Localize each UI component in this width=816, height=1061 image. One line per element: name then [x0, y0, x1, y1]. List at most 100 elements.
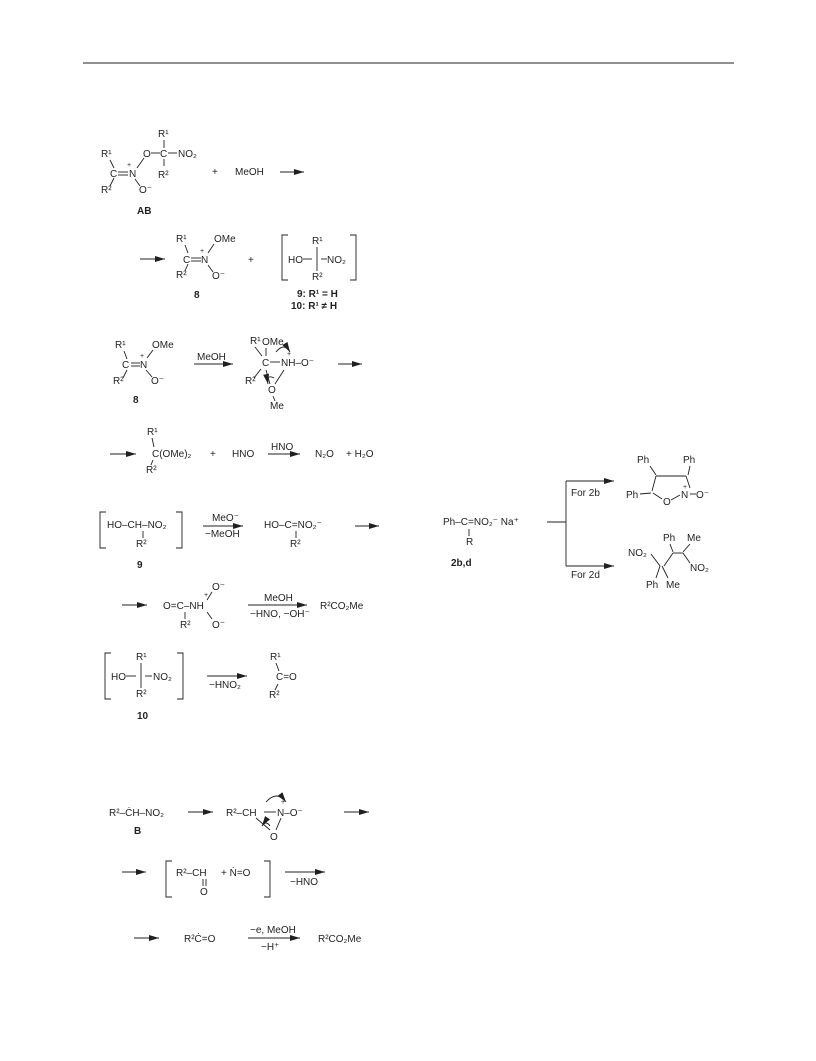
methyl-ester: R²CO₂Me: [320, 601, 364, 612]
o-minus: O⁻: [151, 376, 164, 387]
nitronate-salt: Ph–C=NO₂⁻ Na⁺: [443, 517, 519, 528]
compound-9-definition: 9: R¹ = H: [297, 289, 338, 300]
r1-label: R¹: [312, 236, 323, 247]
n-plus: +: [127, 162, 131, 169]
plus-sign: +: [248, 255, 254, 266]
scheme-nitroso-loss: R²–CH O + Ṅ=O −HNO: [122, 860, 325, 898]
compound-2bd-label: 2b,d: [451, 558, 472, 569]
no2-group: NO₂: [690, 563, 709, 574]
n-oxide: O⁻: [696, 490, 709, 501]
ketone: C=O: [276, 672, 297, 683]
r2-label: R²: [176, 270, 187, 281]
r2-label: R²: [158, 170, 169, 181]
reagent-oxidation-methanol: −e, MeOH: [250, 925, 296, 936]
r2-label: R²: [312, 272, 323, 283]
n-plus: +: [281, 799, 285, 806]
o-minus: O⁻: [212, 582, 225, 593]
plus-sign: +: [210, 449, 216, 460]
r1-label: R¹: [101, 149, 112, 160]
scheme-ab-methanol: R¹ R² C N + O⁻ O C R¹ R² NO₂ AB + MeOH: [101, 129, 304, 217]
methyl-ester: R²CO₂Me: [318, 934, 362, 945]
acyl-radical: R²Ċ=O: [184, 932, 216, 945]
radical-nitroalkane: R²–ĊH–NO₂: [109, 806, 164, 819]
n-plus: +: [140, 353, 144, 360]
r2-label: R²: [146, 465, 157, 476]
scheme-2bd-branching: Ph–C=NO₂⁻ Na⁺ R 2b,d For 2b For 2d Ph Ph…: [443, 455, 709, 591]
compound-b-label: B: [134, 826, 141, 837]
hydroxy: HO: [111, 672, 126, 683]
r1-label: R¹: [115, 340, 126, 351]
o-atom: O: [268, 385, 276, 396]
no2-group: NO₂: [153, 672, 172, 683]
c-atom: C: [183, 255, 190, 266]
condition-for-2b: For 2b: [571, 488, 600, 499]
reagent-methanol: MeOH: [197, 352, 226, 363]
n-plus: +: [200, 248, 204, 255]
r2-label: R²: [245, 376, 256, 387]
methanol: MeOH: [235, 167, 264, 178]
nh-o-minus: NH–O⁻: [281, 358, 314, 369]
ome-group: OMe: [214, 234, 236, 245]
reagent-minus-hno-oh: −HNO, −OH⁻: [250, 609, 310, 620]
r2-label: R²: [113, 376, 124, 387]
methyl: Me: [270, 401, 284, 412]
r2-label: R²: [269, 690, 280, 701]
n-atom: N: [201, 255, 208, 266]
water: + H₂O: [346, 449, 374, 460]
scheme-radical-b: R²–ĊH–NO₂ B R²–CH N–O⁻ + O: [109, 792, 369, 843]
compound-8-label: 8: [194, 290, 200, 301]
compound-ab-label: AB: [137, 206, 151, 217]
no2-group: NO₂: [628, 548, 647, 559]
c-atom: C: [122, 360, 129, 371]
ome-group: OMe: [152, 340, 174, 351]
r2-ch: R²–CH: [226, 808, 257, 819]
nitroxyl: HNO: [232, 449, 254, 460]
o-minus: O⁻: [212, 271, 225, 282]
compound-10-definition: 10: R¹ ≠ H: [291, 301, 337, 312]
r1-label: R¹: [136, 652, 147, 663]
reagent-minus-hno: −HNO: [290, 877, 318, 888]
o-minus: O⁻: [212, 620, 225, 631]
methyl: Me: [687, 533, 701, 544]
r2-ch: R²–CH: [176, 868, 207, 879]
reagent-minus-proton: −H⁺: [261, 942, 279, 953]
scheme-8-methanol: R¹ R² C N + OMe O⁻ 8 MeOH R¹ OMe C R² NH…: [113, 336, 362, 412]
o-minus: O⁻: [139, 185, 152, 196]
reagent-hno: HNO: [271, 442, 293, 453]
c-atom: C: [160, 149, 167, 160]
compound-8-label: 8: [133, 395, 139, 406]
n-plus: +: [287, 351, 291, 358]
n-plus: +: [204, 592, 208, 599]
scheme-compound-10: HO R¹ R² NO₂ 10 −HNO₂ R¹ C=O R²: [104, 652, 297, 722]
scheme-products-8-9-10: R¹ R² C N + OMe O⁻ 8 + HO R¹ R² NO₂ 9: R…: [140, 234, 357, 312]
c-atom: C: [110, 169, 117, 180]
r2-label: R²: [290, 539, 301, 550]
no2-group: NO₂: [327, 255, 346, 266]
scheme-acyl-to-ester: R²Ċ=O −e, MeOH −H⁺ R²CO₂Me: [134, 925, 362, 953]
methyl: Me: [666, 580, 680, 591]
reagent-minus-hno2: −HNO₂: [209, 680, 241, 691]
n-o-minus: N–O⁻: [277, 808, 303, 819]
r1-label: R¹: [250, 336, 261, 347]
r2-label: R²: [136, 539, 147, 550]
phenyl: Ph: [646, 580, 658, 591]
carbonyl-nh: O=C–NH: [163, 601, 204, 612]
compound-10-label: 10: [137, 711, 149, 722]
nitrosyl-radical: + Ṅ=O: [221, 866, 251, 879]
r-substituent: R: [466, 537, 473, 548]
o-atom: O: [270, 832, 278, 843]
nitrous-oxide: N₂O: [315, 449, 334, 460]
scheme-compound-9: HO–CH–NO₂ R² 9 MeO⁻ −MeOH HO–C=NO₂⁻ R²: [99, 511, 379, 571]
plus-sign: +: [212, 167, 218, 178]
phenyl: Ph: [663, 533, 675, 544]
r2-label: R²: [136, 689, 147, 700]
hydroxy-ch-no2: HO–CH–NO₂: [107, 520, 167, 531]
no2-group: NO₂: [178, 149, 197, 160]
phenyl: Ph: [683, 455, 695, 466]
r1-label: R¹: [176, 234, 187, 245]
scheme-ester-formation: O=C–NH R² + O⁻ O⁻ MeOH −HNO, −OH⁻ R²CO₂M…: [122, 582, 364, 631]
n-atom: N: [140, 360, 147, 371]
hydroxy: HO: [288, 255, 303, 266]
